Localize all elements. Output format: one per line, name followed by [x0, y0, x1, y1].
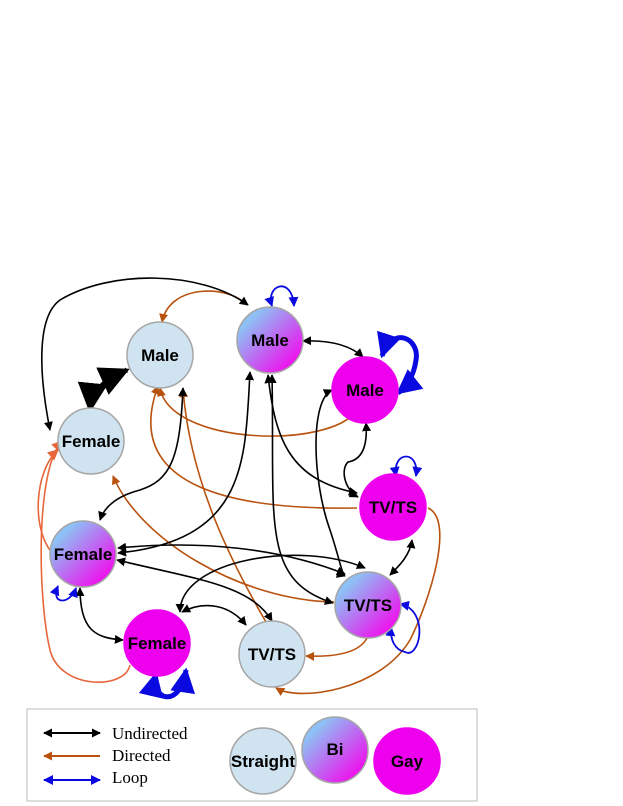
node-tvts-straight: TV/TS — [238, 620, 306, 688]
legend-directed-label: Directed — [112, 746, 171, 765]
edge-female-bi-female-gay — [75, 587, 124, 644]
node-male-gay: Male — [331, 356, 399, 424]
edge-male-gay-tvts-bi — [315, 389, 346, 578]
edge-tvts-gay-tvts-bi — [389, 539, 416, 576]
edge-female-bi-to-female-straight-light — [37, 449, 59, 556]
node-circle — [123, 609, 191, 677]
loop-tvts-bi — [385, 600, 421, 654]
legend-gay-label: Gay — [391, 752, 424, 771]
node-circle — [57, 407, 125, 475]
node-label: Female — [62, 432, 121, 451]
loop-male-gay — [377, 330, 424, 395]
node-label: Female — [128, 634, 187, 653]
loop-male-bi — [264, 285, 299, 307]
edge-male-gay-to-male-straight — [156, 387, 358, 437]
node-female-straight: Female — [57, 407, 125, 475]
edge-male-bi-tvts-bi — [267, 374, 334, 605]
node-circle — [126, 321, 194, 389]
legend-straight-swatch — [229, 727, 297, 795]
node-circle — [49, 520, 117, 588]
legend-bi-swatch — [301, 716, 369, 784]
node-tvts-bi: TV/TS — [334, 571, 402, 639]
node-label: Male — [346, 381, 384, 400]
node-circle — [359, 473, 427, 541]
node-label: TV/TS — [248, 645, 296, 664]
edge-female-gay-tvts-straight — [181, 604, 247, 626]
loop-female-bi — [49, 585, 78, 602]
node-circle — [331, 356, 399, 424]
node-circle — [238, 620, 306, 688]
node-tvts-gay: TV/TS — [359, 473, 427, 541]
edge-male-gay-tvts-gay — [343, 422, 372, 498]
node-label: Male — [141, 346, 179, 365]
nodes: MaleMaleMaleFemaleTV/TSFemaleTV/TSFemale… — [49, 306, 427, 688]
edge-female-gay-to-female-straight-light — [40, 440, 131, 683]
edge-male-straight-female-straight — [77, 367, 130, 413]
node-female-bi: Female — [49, 520, 117, 588]
edge-female-gay-tvts-bi — [175, 554, 366, 613]
legend-straight-label: Straight — [231, 752, 296, 771]
legend-undirected-label: Undirected — [112, 724, 188, 743]
edge-tvts-bi-to-tvts-straight — [305, 635, 369, 661]
node-circle — [334, 571, 402, 639]
node-label: Female — [54, 545, 113, 564]
edge-female-bi-tvts-bi — [117, 542, 346, 576]
node-male-bi: Male — [236, 306, 304, 374]
legend-bi-label: Bi — [327, 740, 344, 759]
node-label: Male — [251, 331, 289, 350]
edge-male-bi-male-gay — [302, 336, 364, 358]
edge-tvts-gay-to-tvts-straight — [275, 507, 441, 696]
loop-tvts-gay — [389, 455, 423, 477]
node-circle — [236, 306, 304, 374]
edge-female-straight-male-bi — [41, 277, 249, 431]
node-male-straight: Male — [126, 321, 194, 389]
undirected-edges — [41, 277, 416, 644]
node-label: TV/TS — [369, 498, 417, 517]
legend-gay-swatch — [373, 727, 441, 795]
node-label: TV/TS — [344, 596, 392, 615]
loop-female-gay — [138, 667, 196, 700]
loop-edges — [49, 285, 424, 700]
legend: Undirected Directed Loop Straight Bi Gay — [26, 708, 478, 802]
node-female-gay: Female — [123, 609, 191, 677]
legend-loop-label: Loop — [112, 768, 148, 787]
